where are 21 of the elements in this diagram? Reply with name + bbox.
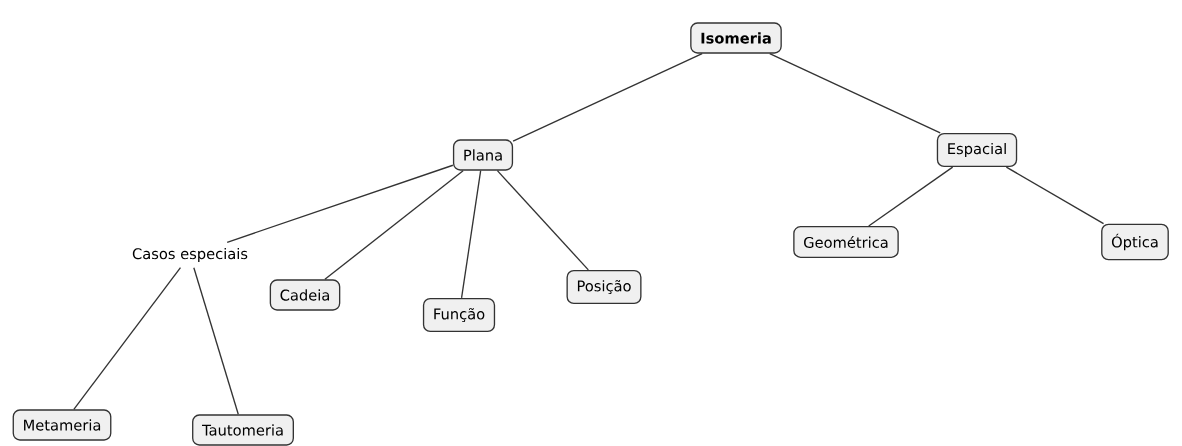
- connector-line: [193, 267, 239, 415]
- connector-line: [73, 267, 182, 410]
- connector-line: [769, 53, 941, 134]
- connector-line: [324, 170, 464, 280]
- connector-line: [226, 164, 454, 243]
- concept-box: Espacial: [936, 132, 1018, 168]
- concept-box: Posição: [566, 269, 642, 305]
- concept-text: Casos especiais: [132, 247, 248, 263]
- connector-line: [496, 170, 589, 271]
- concept-box: Plana: [452, 139, 514, 171]
- concept-box: Geométrica: [793, 226, 899, 258]
- connector-line: [512, 53, 703, 142]
- concept-box: Isomeria: [690, 22, 782, 54]
- concept-box: Tautomeria: [192, 414, 294, 446]
- concept-box: Óptica: [1101, 223, 1169, 261]
- connector-line: [868, 166, 954, 227]
- concept-box: Metameria: [12, 409, 112, 441]
- concept-box: Cadeia: [269, 279, 341, 311]
- connector-line: [460, 170, 482, 299]
- connector-line: [1005, 166, 1105, 225]
- concept-box: Função: [422, 297, 496, 333]
